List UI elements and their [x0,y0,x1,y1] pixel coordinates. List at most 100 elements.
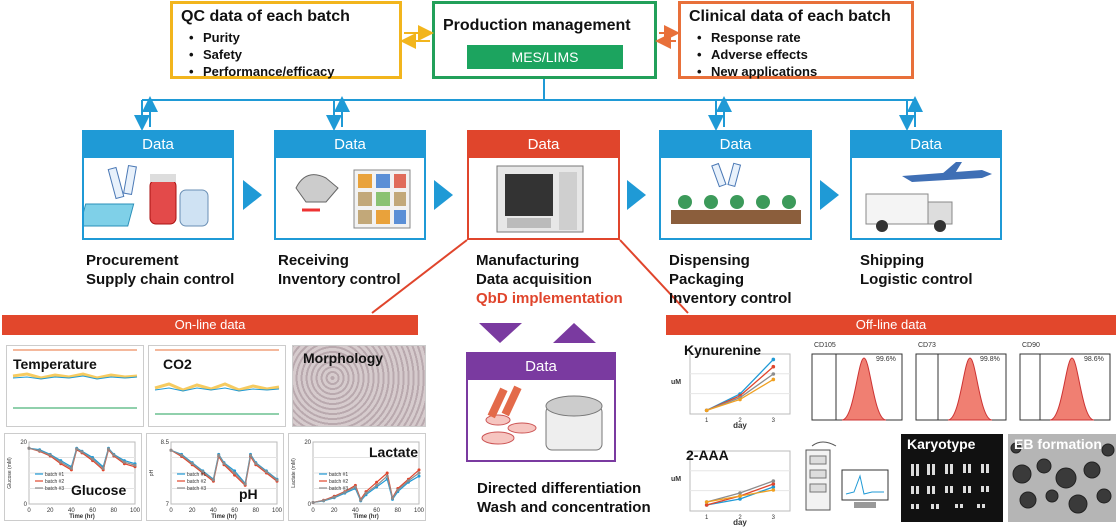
bus-drops [134,96,923,131]
clinical-data-box: Clinical data of each batch Response rat… [678,1,914,79]
data-point [771,372,776,376]
stage-label-shipping: Shipping Logistic control [860,251,973,289]
hplc-instrument-image [802,436,896,522]
label-line: Manufacturing [476,252,580,269]
morphology-panel: Morphology [292,345,426,427]
data-point [704,500,709,504]
legend-entry: batch #1 [45,472,64,478]
flow-marker: CD90 [1022,342,1040,349]
data-point [112,453,116,457]
x-tick-label: 60 [373,508,380,514]
glucose-title: Glucose [71,482,127,498]
data-point [771,485,776,489]
barcode-scanner-icon [295,169,411,229]
x-tick-label: 1 [705,515,709,521]
histogram-cd73 [915,353,1007,421]
data-point [385,471,389,475]
x-tick-label: 0 [27,508,31,514]
label-line: Logistic control [860,271,973,288]
offline-data-band: Off-line data [666,315,1116,335]
lab-supplies-icon [79,164,209,227]
temperature-title: Temperature [13,356,97,372]
y-axis-label: Lactate (mM) [291,458,297,488]
qc-item: Performance/efficacy [189,63,335,80]
stage-label-dispensing: Dispensing Packaging Inventory control [669,251,792,308]
data-point [353,485,357,489]
production-management-box: Production management MES/LIMS [432,1,657,79]
y-tick-label: 7 [166,502,170,508]
flow-panel-cd73: CD73 99.8% [910,340,1010,430]
online-data-band: On-line data [2,315,418,335]
data-point [217,453,221,457]
legend-entry: batch #1 [329,472,348,478]
data-point [417,474,421,478]
x-tick-label: 60 [89,508,96,514]
co2-trace [154,349,280,415]
clinical-item: New applications [697,63,817,80]
flow-cytometry-row: CD105 99.6% CD73 99.8% CD90 98.6% [806,340,1118,432]
data-point [133,463,137,467]
y-axis-label: pH [149,469,155,476]
x-tick-label: 3 [772,418,776,424]
karyotype-title: Karyotype [907,436,976,452]
label-line: Data acquisition [476,271,592,288]
histogram-cd90 [1019,353,1111,421]
data-point [101,466,105,470]
data-point [771,479,776,483]
data-point [211,478,215,482]
stage-manufacturing: Data [467,130,620,240]
data-point [771,377,776,382]
x-axis-label: day [733,421,747,430]
data-point [180,453,184,457]
x-axis-label: Time (hr) [353,514,379,520]
data-point [249,453,252,457]
flow-marker: CD73 [918,342,936,349]
y-axis-label: uM [671,379,681,386]
stage-label-receiving: Receiving Inventory control [278,251,401,289]
y-tick-label: 20 [304,440,311,446]
x-axis-label: Time (hr) [211,514,237,520]
data-point [48,453,52,457]
stage-header: Data [852,132,1000,158]
purple-up-triangle [553,323,596,343]
label-line: Shipping [860,252,925,269]
x-tick-label: 20 [47,508,54,514]
data-point [364,491,368,495]
x-tick-label: 100 [130,508,141,514]
stage-shipping: Data [850,130,1002,240]
stage-receiving: Data [274,130,426,240]
packaging-line-icon [671,162,801,224]
x-tick-label: 20 [189,508,196,514]
data-point [80,450,84,454]
flow-panel-cd90: CD90 98.6% [1014,340,1114,430]
data-point [275,478,279,482]
data-point [738,497,742,501]
data-point [704,503,709,507]
mes-lims-label: MES/LIMS [467,45,623,69]
x-tick-label: 100 [414,508,425,514]
clinical-title: Clinical data of each batch [689,8,891,25]
morphology-title: Morphology [303,350,384,366]
x-tick-label: 2 [738,515,742,521]
y-axis-label: uM [671,476,681,483]
x-tick-label: 100 [272,508,283,514]
x-tick-label: 40 [210,508,217,514]
offline-link [619,239,689,314]
data-point [385,474,389,478]
label-line: Inventory control [278,271,401,288]
data-point [359,498,363,502]
data-point [417,468,421,472]
flow-value: 99.6% [876,356,896,363]
data-point [190,461,194,465]
data-point [59,460,63,464]
stage-label-procurement: Procurement Supply chain control [86,251,234,289]
legend-entry: batch #2 [187,479,206,485]
kynurenine-title: Kynurenine [684,342,762,358]
co2-panel: CO2 [148,345,286,427]
data-point [254,461,258,465]
